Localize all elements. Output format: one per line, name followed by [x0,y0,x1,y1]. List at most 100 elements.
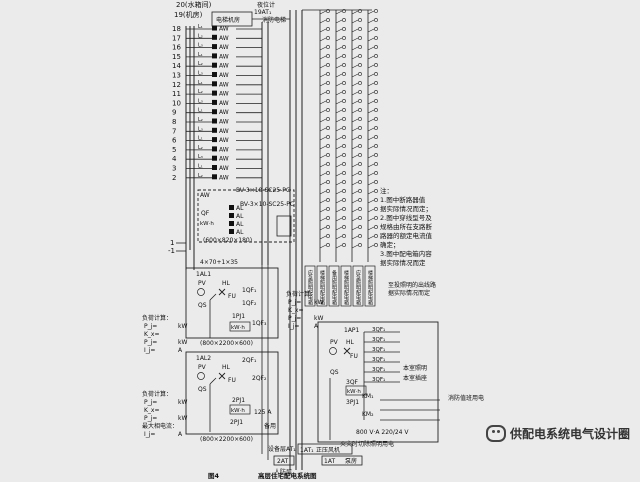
riser-tap [367,208,375,213]
load-calc-2-pj: P_j= [288,299,301,306]
riser-tap [351,226,359,231]
mid-box: 楼梯照明配电箱 [364,265,376,306]
lamp-icon [342,18,346,22]
floor-label-1: 1 [170,239,174,247]
lamp-icon [374,36,378,40]
riser-tap [367,100,375,105]
riser-tap [367,172,375,177]
riser-tap [367,235,375,240]
mid-box: 应急照明配电箱 [304,265,316,306]
lamp-icon [342,72,346,76]
cabinet-1ap1-km: KM₁ [362,393,374,400]
floor-label: 5 [172,146,176,154]
aw-label: AW [219,81,229,88]
lamp-icon [374,207,378,211]
cabinet-1al2-name: 1AL2 [196,355,211,362]
lamp-icon [342,54,346,58]
phase-label: L₁ [198,164,203,170]
riser-tap [351,145,359,150]
elevator-power-label: 消防电梯 [262,16,286,24]
cabinet-1al1 [185,267,279,339]
indicator-lamp-3-icon [343,347,351,355]
lamp-icon [358,9,362,13]
riser-tap [335,37,343,42]
riser-tap [351,91,359,96]
at-box-label: 19AT₁ [254,9,272,16]
riser-tap [335,28,343,33]
riser-tap [319,136,327,141]
lamp-icon [342,126,346,130]
riser-tap [319,100,327,105]
lamp-icon [358,180,362,184]
notes-block: 注： 1.图中断路器值 据实际情况而定； 2.图中穿线型号及 规格由所在支路断 … [380,186,433,267]
pump-label: 泵房 [345,457,357,465]
floor-label: 4 [172,155,177,163]
riser-tap [351,190,359,195]
aw-box-title: AW [200,192,210,199]
aw-box-icon [212,137,217,143]
lamp-icon [358,171,362,175]
lamp-icon [342,243,346,247]
cabinet-1al1-fu: FU [228,293,236,300]
riser-tap [319,217,327,222]
aw-label: AW [219,119,229,126]
mid-box-label: 楼梯照明配电箱 [367,269,373,306]
lamp-icon [358,27,362,31]
fan-label: 正压风机 [316,446,340,454]
riser-tap [335,208,343,213]
riser-tap [335,91,343,96]
lamp-icon [326,9,330,13]
load-calc-3-ij: I_j= [144,431,155,438]
lamp-icon [374,189,378,193]
lamp-icon [374,72,378,76]
main-cable-label: 4×70+1×35 [200,259,238,266]
notes-line-2: 据实际情况而定； [380,204,432,213]
cabinet-1al1-dims: (800×2200×600) [200,340,253,347]
lamp-icon [342,27,346,31]
aw-label: AW [219,174,229,181]
lamp-icon [374,81,378,85]
lamp-icon [358,54,362,58]
lamp-icon [374,99,378,103]
cabinet-1ap1-hl: HL [346,339,355,346]
riser-tap [319,244,327,249]
lamp-icon [358,144,362,148]
phase-label: L₃ [198,43,203,49]
load-calc-2-ij: I_j= [288,323,299,330]
riser-tap [319,19,327,24]
lamp-icon [326,216,330,220]
cabinet-1ap1-kwh: kW·h [347,389,361,395]
lamp-icon [326,90,330,94]
riser-tap [335,82,343,87]
riser-tap [367,181,375,186]
lamp-icon [342,162,346,166]
aw-al-4: AL [236,229,244,236]
riser-tap [351,172,359,177]
lamp-icon [374,225,378,229]
riser-tap [335,199,343,204]
aw-box-icon [212,174,217,180]
riser-tap [335,100,343,105]
aw-box-icon [212,62,217,68]
riser-tap [319,145,327,150]
lamp-icon [326,207,330,211]
notes-line-7: 3.图中配电箱内容 [380,249,432,258]
aw-label: AW [219,137,229,144]
lamp-icon [342,90,346,94]
phase-label: L₂ [198,33,203,39]
cabinet-1ap1-lights1: 本室照明 [403,364,427,372]
floor-label: 14 [172,62,181,70]
notes-line-4: 规格由所在支路断 [380,222,433,231]
riser-tap [335,109,343,114]
mid-box-label: 楼梯照明配电箱 [343,269,349,306]
riser-tap [335,235,343,240]
riser-tap [351,73,359,78]
lamp-icon [374,180,378,184]
floor-label: 10 [172,99,181,107]
pump-box [321,455,363,466]
ap2-box [273,455,295,466]
fire-box-label: 1AT [324,458,335,465]
lamp-icon [342,225,346,229]
aw-label: AW [219,53,229,60]
load-calc-3-u1: kW [178,399,187,406]
